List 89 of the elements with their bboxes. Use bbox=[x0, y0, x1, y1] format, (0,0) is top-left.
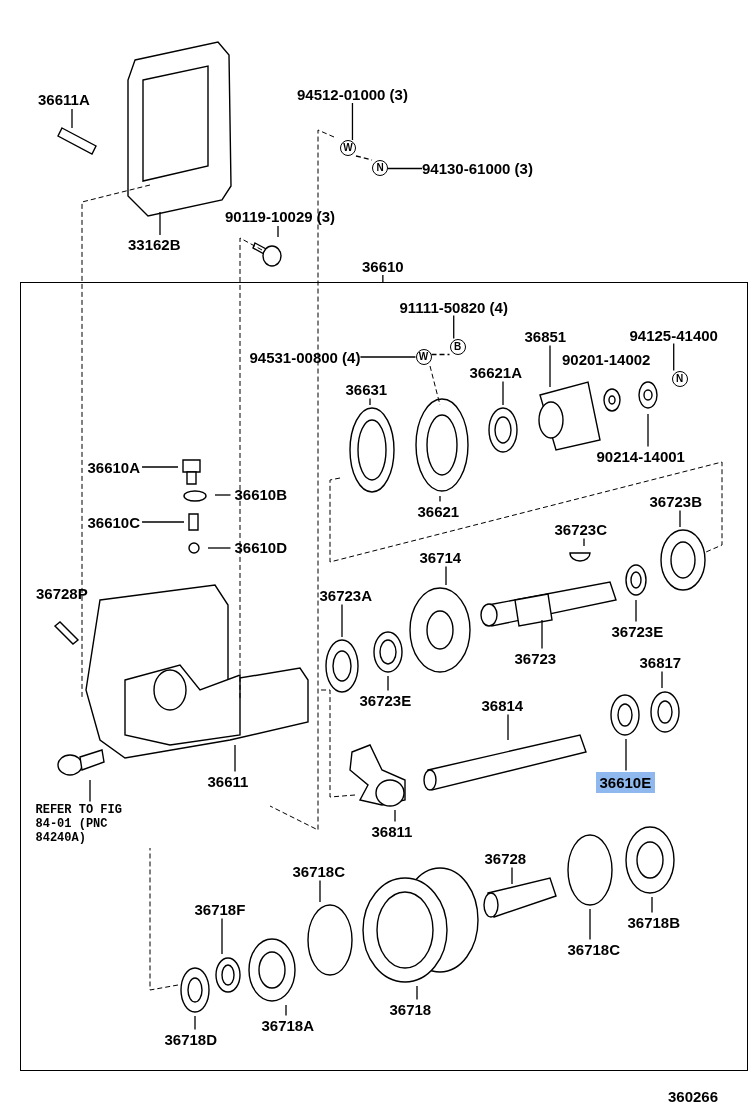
part-number: 36718D bbox=[164, 1030, 218, 1048]
leader-line bbox=[159, 211, 161, 236]
leader-line bbox=[416, 985, 418, 1001]
part-symbol: W bbox=[340, 140, 356, 156]
part-number: 36610B bbox=[234, 485, 288, 503]
part-number: 36718B bbox=[627, 913, 681, 931]
part-number: 36611A bbox=[38, 91, 90, 108]
part-number: 36611 bbox=[207, 772, 249, 790]
leader-line bbox=[647, 413, 649, 448]
part-number: 36723C bbox=[554, 520, 608, 538]
part-number: 36728 bbox=[484, 849, 527, 867]
leader-line bbox=[234, 744, 236, 773]
part-number: 91111-50820 (4) bbox=[399, 298, 508, 316]
leader-line bbox=[382, 274, 384, 283]
part-number: 90214-14001 bbox=[596, 447, 685, 465]
leader-line bbox=[507, 713, 509, 741]
leader-line bbox=[445, 565, 447, 586]
leader-line bbox=[661, 670, 663, 689]
part-number: 90119-10029 (3) bbox=[225, 208, 336, 225]
part-number: 36851 bbox=[524, 327, 567, 345]
part-number: 33162B bbox=[128, 236, 181, 253]
part-number: 94512-01000 (3) bbox=[297, 86, 408, 103]
part-number: 94531-00800 (4) bbox=[249, 348, 361, 366]
part-symbol: N bbox=[671, 370, 688, 387]
leader-line bbox=[319, 879, 321, 903]
leader-line bbox=[430, 353, 451, 356]
leader-line bbox=[511, 866, 513, 885]
part-number: 36610 bbox=[362, 258, 404, 275]
part-number: 36718C bbox=[292, 862, 346, 880]
part-symbol: B bbox=[449, 338, 466, 355]
leader-line bbox=[673, 342, 675, 372]
part-symbol: N bbox=[372, 160, 388, 176]
part-number: 36814 bbox=[481, 696, 524, 714]
leader-line bbox=[635, 599, 637, 623]
part-number: 36718A bbox=[261, 1016, 315, 1034]
part-number: 36610A bbox=[87, 458, 141, 476]
part-number: 36723E bbox=[611, 622, 664, 640]
part-number: 36610C bbox=[87, 513, 141, 531]
leader-line bbox=[549, 344, 551, 388]
part-number: 36728P bbox=[36, 585, 88, 602]
leader-line bbox=[221, 917, 223, 955]
leader-line bbox=[341, 603, 343, 638]
part-number: 36718C bbox=[567, 940, 621, 958]
leader-line bbox=[541, 619, 543, 650]
part-number: 36610E bbox=[595, 771, 656, 793]
part-symbol: W bbox=[415, 348, 432, 365]
part-number: 94125-41400 bbox=[629, 326, 718, 344]
leader-line bbox=[277, 225, 279, 238]
part-number: 36631 bbox=[345, 380, 388, 398]
part-number: 36621 bbox=[417, 502, 460, 520]
leader-line bbox=[439, 495, 441, 503]
leader-line bbox=[394, 809, 396, 823]
leader-line bbox=[141, 521, 185, 523]
leader-line bbox=[502, 380, 504, 406]
leader-line bbox=[359, 356, 417, 358]
part-number: 36723E bbox=[359, 691, 412, 709]
part-number: 36723 bbox=[514, 649, 557, 667]
leader-line bbox=[355, 155, 373, 161]
leader-line bbox=[285, 1004, 287, 1017]
part-number: 36811 bbox=[371, 822, 413, 840]
leader-line bbox=[625, 738, 627, 772]
leader-line bbox=[651, 896, 653, 914]
leader-line bbox=[387, 167, 423, 170]
reference-note: REFER TO FIG 84-01 (PNC 84240A) bbox=[35, 802, 132, 845]
part-number: 36718 bbox=[389, 1000, 432, 1018]
figure-number: 360266 bbox=[668, 1088, 719, 1105]
leader-line bbox=[583, 537, 585, 547]
part-number: 90201-14002 bbox=[562, 351, 651, 368]
leader-line bbox=[679, 509, 681, 528]
leader-line bbox=[71, 108, 73, 129]
part-number: 94130-61000 (3) bbox=[422, 160, 533, 177]
leader-line bbox=[89, 779, 91, 803]
leader-line bbox=[351, 102, 354, 141]
part-number: 36621A bbox=[469, 363, 523, 381]
part-number: 36817 bbox=[639, 653, 682, 671]
part-number: 36723A bbox=[319, 586, 373, 604]
leader-line bbox=[214, 494, 232, 496]
leader-line bbox=[194, 1015, 196, 1031]
part-number: 36723B bbox=[649, 492, 703, 510]
leader-line bbox=[141, 466, 179, 468]
leader-line bbox=[387, 675, 389, 692]
assembly-frame bbox=[20, 282, 748, 1071]
leader-line bbox=[589, 908, 591, 941]
part-number: 36718F bbox=[194, 900, 246, 918]
leader-line bbox=[207, 547, 232, 549]
part-number: 36714 bbox=[419, 548, 462, 566]
part-number: 36610D bbox=[234, 538, 288, 556]
leader-line bbox=[453, 314, 455, 340]
leader-line bbox=[369, 397, 371, 406]
